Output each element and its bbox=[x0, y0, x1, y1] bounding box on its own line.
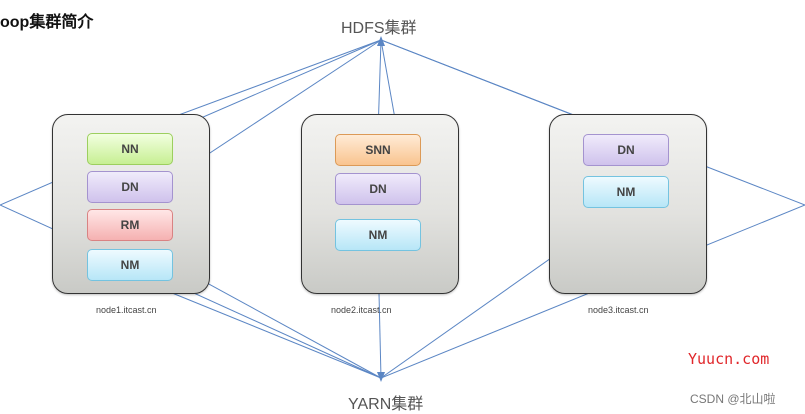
node3-role-dn: DN bbox=[583, 134, 669, 166]
hdfs-cluster-label: HDFS集群 bbox=[341, 20, 417, 37]
page-title: oop集群简介 bbox=[0, 14, 94, 31]
node1-role-rm: RM bbox=[87, 209, 173, 241]
node2-role-nm: NM bbox=[335, 219, 421, 251]
hdfs-arrowhead bbox=[377, 36, 385, 46]
node3-role-nm: NM bbox=[583, 176, 669, 208]
node1-role-dn: DN bbox=[87, 171, 173, 203]
node1-host-label: node1.itcast.cn bbox=[96, 305, 157, 315]
link-nm1-yarn bbox=[149, 283, 382, 379]
yarn-cluster-label: YARN集群 bbox=[348, 396, 424, 413]
node1-role-nm: NM bbox=[87, 249, 173, 281]
site-watermark: Yuucn.com bbox=[688, 350, 770, 368]
csdn-watermark: CSDN @北山啦 bbox=[690, 392, 776, 406]
node3-host-label: node3.itcast.cn bbox=[588, 305, 649, 315]
yarn-arrowhead bbox=[377, 372, 385, 382]
node2-host-label: node2.itcast.cn bbox=[331, 305, 392, 315]
node2-role-dn: DN bbox=[335, 173, 421, 205]
node2-role-snn: SNN bbox=[335, 134, 421, 166]
node1-role-nn: NN bbox=[87, 133, 173, 165]
